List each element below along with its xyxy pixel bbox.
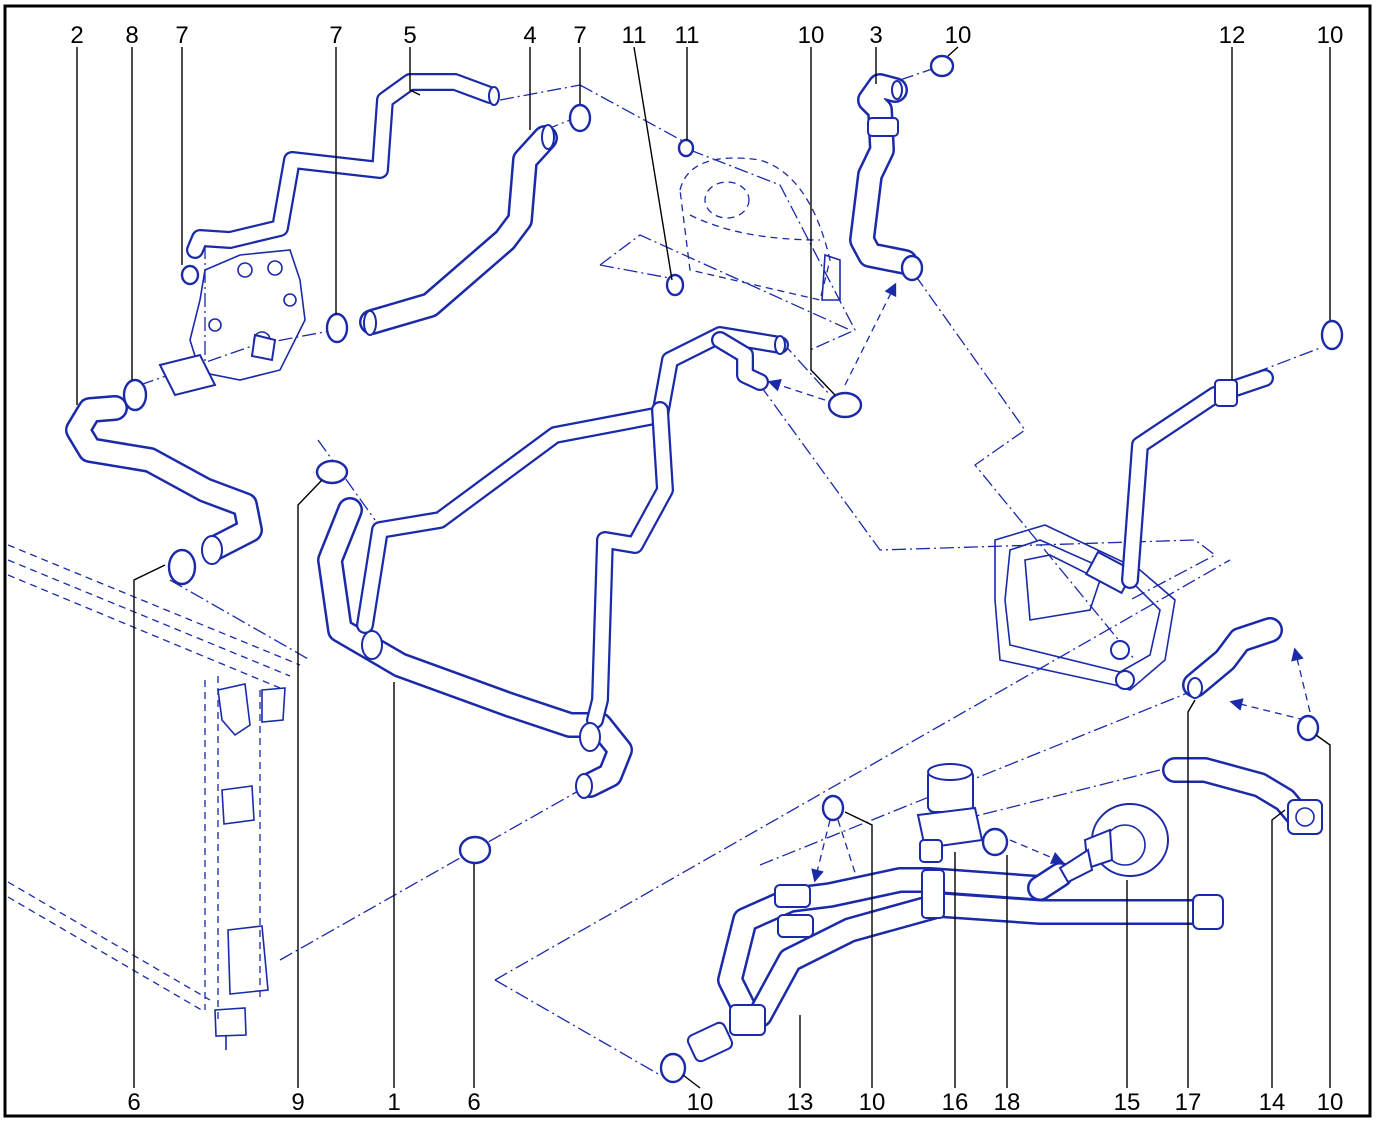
callout-16: 16 [942, 1089, 969, 1116]
clamp-8 [122, 378, 148, 412]
callout-10: 10 [859, 1089, 886, 1116]
hose-2 [65, 395, 263, 565]
callout-17: 17 [1175, 1089, 1202, 1116]
thermostat-housing [158, 249, 306, 397]
clamp-10e [1296, 714, 1320, 742]
callout-10: 10 [1317, 22, 1344, 49]
clamp-10b [827, 391, 863, 419]
callout-11: 11 [675, 22, 700, 49]
assembly-guides [139, 67, 1321, 1076]
expansion-tank [679, 157, 841, 301]
clamp-3 [900, 254, 924, 282]
clamp-7b [325, 312, 349, 344]
callout-12: 12 [1219, 22, 1246, 49]
callout-7: 7 [175, 22, 188, 49]
pump-15 [1058, 803, 1169, 884]
callout-3: 3 [869, 22, 882, 49]
callout-7: 7 [329, 22, 342, 49]
callout-4: 4 [523, 22, 536, 49]
clamp-10c [1320, 319, 1344, 351]
hose-1 [317, 326, 789, 799]
clamp-6a [167, 548, 197, 586]
clamp-18 [981, 827, 1009, 857]
callout-9: 9 [291, 1089, 304, 1116]
hose-3 [849, 73, 918, 275]
leader-lines [76, 46, 1331, 1089]
valve-16 [916, 763, 984, 863]
radiator [7, 544, 301, 1050]
clamp-7a [180, 264, 200, 286]
callout-7: 7 [573, 22, 586, 49]
clamp-11a [677, 138, 695, 158]
clamp-10d [821, 794, 845, 822]
callout-6: 6 [467, 1089, 480, 1116]
arrows [767, 282, 1311, 891]
callout-11: 11 [622, 22, 647, 49]
diagram-frame [3, 4, 1372, 1118]
callout-10: 10 [1317, 1089, 1344, 1116]
callout-15: 15 [1114, 1089, 1141, 1116]
clamp-10f [659, 1052, 687, 1084]
clamps [122, 54, 1344, 1084]
hose-5 [186, 73, 500, 259]
callout-10: 10 [687, 1089, 714, 1116]
callout-5: 5 [403, 22, 416, 49]
callout-14: 14 [1259, 1089, 1286, 1116]
clamp-11b [665, 273, 685, 297]
callout-10: 10 [798, 22, 825, 49]
callouts-top: 2 8 7 7 5 4 7 11 11 10 3 10 12 10 [70, 22, 1343, 49]
callout-10: 10 [945, 22, 972, 49]
hose-4 [359, 124, 558, 336]
callout-2: 2 [70, 22, 83, 49]
clamp-9 [315, 459, 349, 485]
callout-8: 8 [125, 22, 138, 49]
callout-18: 18 [994, 1089, 1021, 1116]
hose-14 [1162, 757, 1323, 835]
clamp-10a [929, 54, 955, 78]
callouts-bottom: 6 9 1 6 10 13 10 16 18 15 17 14 10 [127, 1089, 1343, 1116]
hose-12-heater [994, 369, 1274, 691]
callout-1: 1 [387, 1089, 400, 1116]
hose-13 [686, 862, 1224, 1063]
clamp-6b [458, 835, 492, 865]
hose-17 [1182, 617, 1283, 699]
callout-6: 6 [127, 1089, 140, 1116]
clamp-7c [568, 103, 592, 133]
callout-13: 13 [787, 1089, 814, 1116]
